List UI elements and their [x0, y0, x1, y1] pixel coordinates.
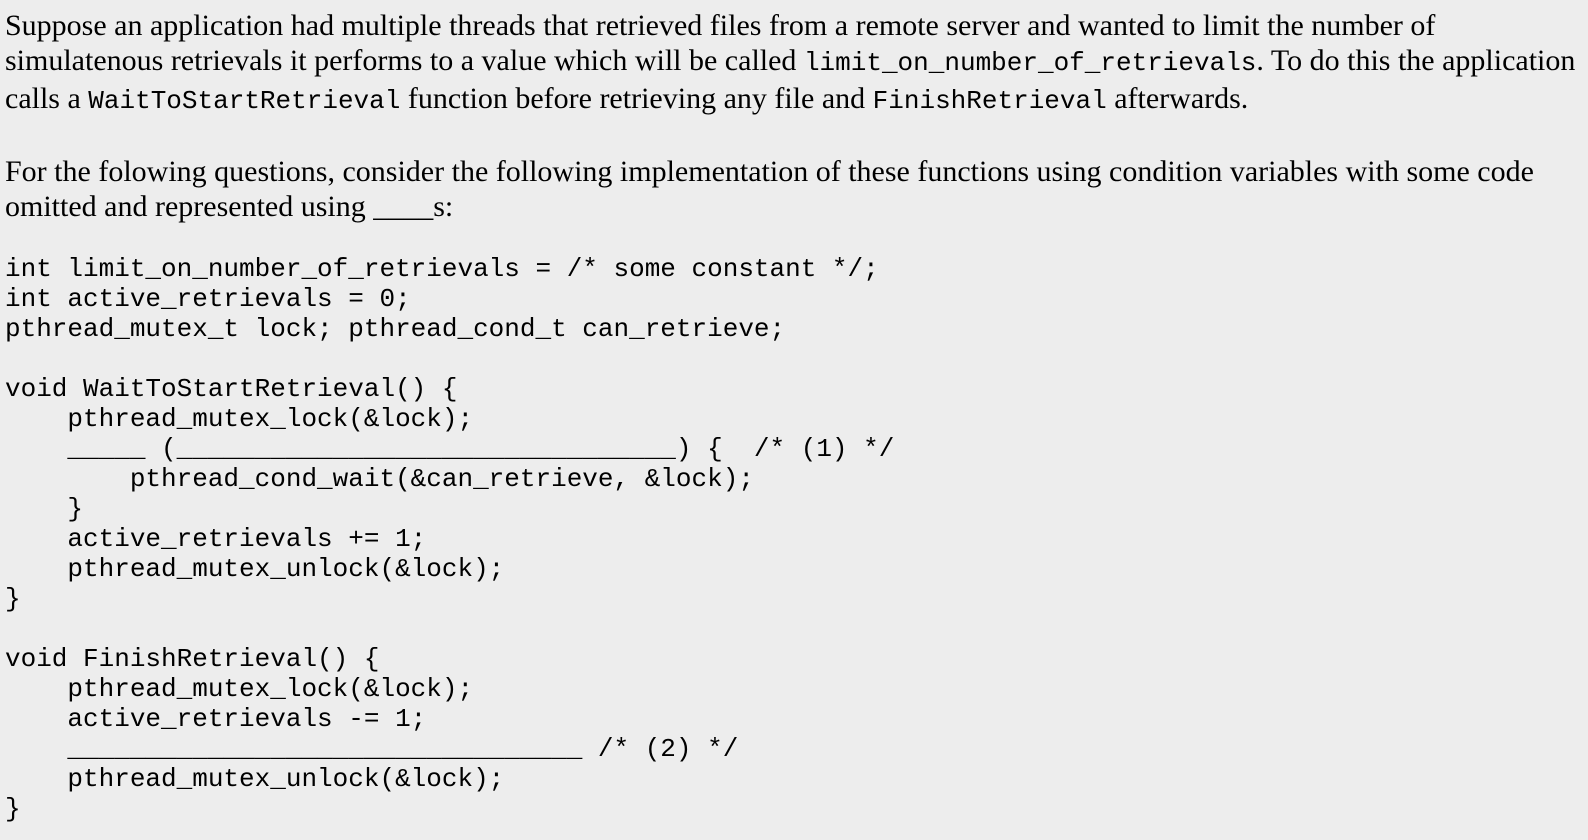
inline-code: WaitToStartRetrieval: [88, 86, 401, 116]
text-run: afterwards.: [1106, 82, 1249, 115]
code-block: int limit_on_number_of_retrievals = /* s…: [5, 254, 895, 824]
text-run: . To do this the application calls a: [5, 44, 1576, 115]
text-run: function before retrieving any file and: [400, 82, 873, 115]
text-run: For the folowing questions, consider the…: [5, 155, 1534, 223]
question-instructions-paragraph: For the folowing questions, consider the…: [5, 154, 1578, 224]
text-run: Suppose an application had multiple thre…: [5, 9, 1436, 77]
inline-code: FinishRetrieval: [872, 86, 1107, 116]
inline-code: limit_on_number_of_retrievals: [803, 48, 1257, 78]
question-intro-paragraph: Suppose an application had multiple thre…: [5, 8, 1578, 119]
